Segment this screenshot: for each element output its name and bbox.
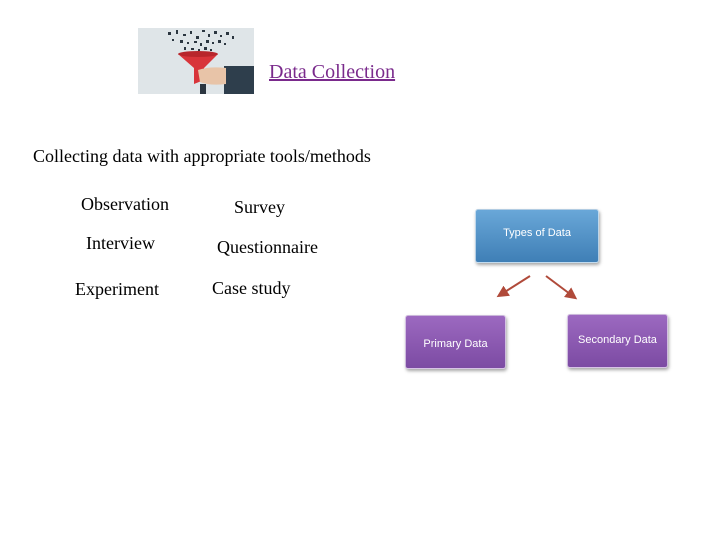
diagram-arrows [496, 275, 578, 300]
funnel-image [138, 28, 254, 94]
types-of-data-label: Types of Data [503, 227, 571, 239]
types-of-data-box: Types of Data [475, 209, 599, 263]
arrow-to-secondary [545, 275, 578, 300]
subtitle: Collecting data with appropriate tools/m… [33, 146, 371, 166]
primary-data-label: Primary Data [423, 338, 488, 350]
secondary-data-label: Secondary Data [578, 334, 657, 346]
method-observation: Observation [81, 194, 169, 214]
method-interview: Interview [86, 233, 155, 253]
method-case-study: Case study [212, 278, 291, 298]
method-questionnaire: Questionnaire [217, 237, 318, 257]
method-experiment: Experiment [75, 279, 159, 299]
page-title[interactable]: Data Collection [269, 61, 396, 83]
primary-data-box: Primary Data [405, 315, 506, 369]
arrow-to-primary [496, 275, 531, 298]
secondary-data-box: Secondary Data [567, 314, 668, 368]
method-survey: Survey [234, 197, 285, 217]
